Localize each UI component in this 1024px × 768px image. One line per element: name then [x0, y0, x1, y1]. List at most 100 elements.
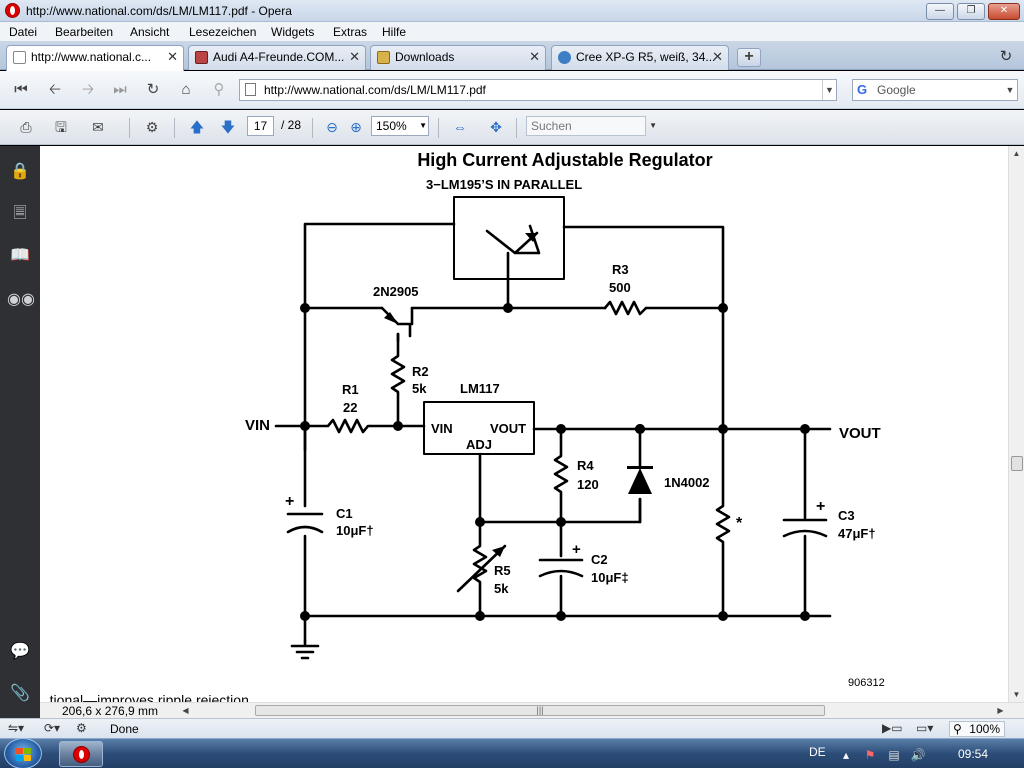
back-icon[interactable]: 🡠	[48, 81, 62, 98]
windows-logo-icon	[16, 748, 31, 761]
new-tab-button[interactable]: +	[737, 48, 761, 67]
r4-value: 120	[577, 477, 599, 492]
save-icon[interactable]: 🖫	[55, 119, 67, 135]
scroll-up-icon[interactable]: ▲	[1012, 149, 1021, 158]
google-icon: G	[857, 82, 868, 97]
scroll-down-icon[interactable]: ▼	[1012, 690, 1021, 699]
pdf-search-input[interactable]: Suchen ▼	[526, 116, 657, 136]
tab-close-icon[interactable]: ✕	[167, 49, 178, 64]
page-down-icon[interactable]: 🡇	[220, 119, 236, 135]
tab-close-icon[interactable]: ✕	[712, 49, 723, 64]
menu-bearbeiten[interactable]: Bearbeiten	[55, 25, 114, 39]
search-field[interactable]: G Google ▼	[852, 79, 1018, 101]
r2-name: R2	[412, 364, 429, 379]
zoom-out-icon[interactable]: ⊖	[326, 119, 338, 135]
page-number-input[interactable]: 17	[247, 116, 274, 136]
wand-icon[interactable]: ⚲	[213, 81, 225, 98]
r5-value: 5k	[494, 581, 509, 596]
document-title: High Current Adjustable Regulator	[417, 150, 713, 170]
taskbar-opera-button[interactable]	[59, 741, 103, 767]
horizontal-scrollbar[interactable]: ◀ ||| ▶	[178, 703, 1008, 719]
vin-label: VIN	[245, 417, 270, 434]
rewind-icon[interactable]: ⏮	[14, 81, 28, 98]
attachment-icon[interactable]: 📎	[10, 685, 30, 702]
tab-bar: http://www.national.c... ✕ Audi A4-Freun…	[0, 42, 1024, 71]
print-icon[interactable]: ⎙	[20, 119, 32, 135]
pdf-document-view: High Current Adjustable Regulator	[40, 146, 1008, 702]
lock-icon[interactable]: 🔒	[10, 163, 30, 180]
zoom-select[interactable]: 150% ▼	[371, 116, 429, 136]
document-bottom-bar: 206,6 x 276,9 mm ◀ ||| ▶	[40, 702, 1024, 718]
menu-datei[interactable]: Datei	[9, 25, 38, 39]
lm195-label: 3−LM195’S IN PARALLEL	[426, 177, 582, 192]
windows-taskbar: DE ▴ ⚑ ▤ 🔊 09:54	[0, 738, 1024, 768]
forward-icon[interactable]: 🡢	[81, 81, 95, 98]
home-icon[interactable]: ⌂	[181, 81, 191, 98]
page-icon	[13, 51, 26, 64]
fit-width-icon[interactable]: ⇔	[453, 119, 467, 135]
unite-icon[interactable]: ⚙	[76, 721, 87, 735]
tab-audi[interactable]: Audi A4-Freunde.COM... ✕	[188, 45, 366, 70]
chevron-down-icon[interactable]: ▼	[1005, 85, 1015, 95]
view-icon[interactable]: ▭▾	[916, 721, 934, 735]
start-button[interactable]	[4, 738, 42, 768]
r1-value: 22	[343, 400, 357, 415]
reload-icon[interactable]: ↻	[146, 81, 160, 98]
menu-ansicht[interactable]: Ansicht	[130, 25, 170, 39]
scroll-thumb[interactable]	[1011, 456, 1023, 471]
svg-text:+: +	[816, 498, 825, 515]
close-window-button[interactable]: ✕	[988, 3, 1020, 20]
address-field[interactable]: http://www.national.com/ds/LM/LM117.pdf …	[239, 79, 837, 101]
share-icon[interactable]: ✉	[92, 119, 104, 135]
document-size: 206,6 x 276,9 mm	[62, 704, 159, 718]
menu-widgets[interactable]: Widgets	[271, 25, 315, 39]
scroll-left-icon[interactable]: ◀	[182, 706, 189, 715]
clock[interactable]: 09:54	[958, 747, 989, 761]
pages-icon[interactable]: 🗏	[13, 205, 27, 222]
minimize-button[interactable]: —	[926, 3, 954, 20]
menu-extras[interactable]: Extras	[333, 25, 368, 39]
volume-icon[interactable]: 🔊	[910, 748, 926, 762]
status-text: Done	[110, 722, 139, 736]
tray-expand-icon[interactable]: ▴	[842, 748, 850, 762]
tab-close-icon[interactable]: ✕	[529, 49, 540, 64]
maximize-button[interactable]: ❐	[957, 3, 985, 20]
trash-icon[interactable]: ↻	[999, 48, 1013, 65]
menu-bar: Datei Bearbeiten Ansicht Lesezeichen Wid…	[0, 22, 1024, 42]
search-engine-label: Google	[877, 83, 916, 97]
panel-toggle-icon[interactable]: ⇋▾	[8, 721, 25, 735]
menu-lesezeichen[interactable]: Lesezeichen	[189, 25, 257, 39]
tools-icon[interactable]: ⚙	[145, 119, 159, 135]
navigation-bar: ⏮ 🡠 🡢 ⏭ ↻ ⌂ ⚲ http://www.national.com/ds…	[0, 71, 1024, 109]
scroll-right-icon[interactable]: ▶	[997, 706, 1004, 715]
action-center-icon[interactable]: ⚑	[864, 748, 876, 762]
tab-national-pdf[interactable]: http://www.national.c... ✕	[6, 45, 184, 71]
status-zoom[interactable]: ⚲ 100%	[949, 721, 1005, 737]
vertical-scrollbar[interactable]: ▲ ▼	[1008, 146, 1024, 702]
tab-close-icon[interactable]: ✕	[349, 49, 360, 64]
binoculars-icon[interactable]: ◉◉	[7, 291, 35, 308]
language-indicator[interactable]: DE	[809, 745, 826, 759]
c1-value: 10μF†	[336, 523, 374, 538]
scroll-thumb[interactable]: |||	[255, 705, 825, 716]
fast-forward-icon[interactable]: ⏭	[113, 81, 127, 98]
comments-icon[interactable]: 💬	[10, 643, 30, 660]
ic-vin-pin: VIN	[431, 421, 453, 436]
c3-value: 47μF†	[838, 526, 876, 541]
network-icon[interactable]: ▤	[888, 748, 900, 762]
fullscreen-icon[interactable]: ▶▭	[882, 721, 903, 735]
zoom-in-icon[interactable]: ⊕	[350, 119, 362, 135]
chevron-down-icon[interactable]: ▼	[822, 80, 836, 100]
chevron-down-icon[interactable]: ▼	[649, 121, 657, 130]
page-up-icon[interactable]: 🡅	[189, 119, 205, 135]
turbo-icon[interactable]: ⟳▾	[44, 721, 61, 735]
chevron-down-icon[interactable]: ▼	[419, 121, 427, 130]
r5-name: R5	[494, 563, 511, 578]
menu-hilfe[interactable]: Hilfe	[382, 25, 407, 39]
search-placeholder: Suchen	[531, 119, 572, 133]
bookmarks-icon[interactable]: 📖	[10, 247, 30, 264]
tab-downloads[interactable]: Downloads ✕	[370, 45, 546, 70]
fit-page-icon[interactable]: ✥	[490, 119, 502, 135]
document-footer-text: ...tional—improves ripple rejection.	[40, 692, 253, 702]
tab-cree[interactable]: Cree XP-G R5, weiß, 34... ✕	[551, 45, 729, 70]
